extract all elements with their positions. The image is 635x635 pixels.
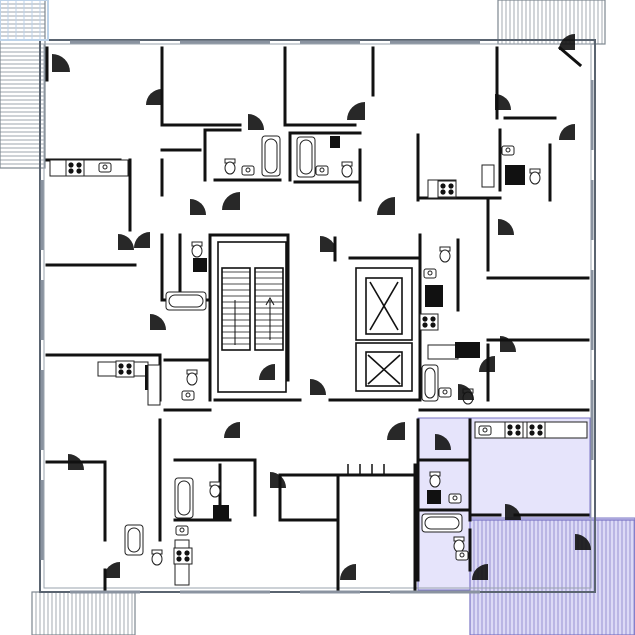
door: [500, 336, 516, 352]
washing-machine: [213, 505, 229, 519]
door: [150, 314, 166, 330]
door: [505, 504, 521, 520]
sink: [175, 525, 189, 536]
bathtub: [421, 513, 463, 533]
door: [190, 199, 206, 215]
staircase: [217, 241, 287, 393]
door: [259, 364, 275, 380]
stove: [504, 421, 524, 439]
door: [146, 89, 162, 105]
door: [559, 34, 575, 50]
door: [498, 219, 514, 235]
toilet: [209, 481, 221, 498]
kitchen-counter: [481, 164, 495, 188]
stove: [437, 180, 457, 198]
stove: [419, 313, 439, 331]
washing-machine: [193, 258, 207, 272]
kitchen-counter: [49, 159, 129, 177]
door: [559, 124, 575, 140]
toilet: [529, 168, 541, 185]
bathtub: [421, 364, 439, 402]
sink: [98, 162, 112, 173]
door: [472, 564, 488, 580]
washing-machine: [330, 136, 340, 148]
door: [52, 54, 70, 72]
door: [575, 534, 591, 550]
windows: [0, 0, 594, 594]
door: [320, 236, 336, 252]
door: [224, 422, 240, 438]
sink: [455, 550, 469, 561]
sink: [181, 390, 195, 401]
bathtub: [296, 136, 316, 178]
door-swings: [52, 34, 591, 580]
door: [435, 434, 451, 450]
door: [387, 422, 405, 440]
bathtub: [261, 135, 281, 177]
toilet: [341, 161, 353, 178]
washing-machine: [427, 490, 441, 504]
sink: [478, 425, 492, 436]
bathtub: [165, 291, 207, 311]
bathroom-fixtures: [49, 135, 588, 586]
sink: [315, 165, 329, 176]
toilet: [439, 246, 451, 263]
washing-machine: [505, 165, 525, 185]
door: [479, 356, 495, 372]
toilet: [191, 241, 203, 258]
sink: [501, 145, 515, 156]
kitchen-counter: [147, 364, 161, 406]
sink: [241, 165, 255, 176]
door: [134, 232, 150, 248]
highlighted-apartment[interactable]: [417, 417, 635, 635]
washing-machine: [425, 285, 443, 307]
bathtub: [174, 477, 194, 519]
interior-walls: [45, 45, 590, 592]
door: [347, 102, 365, 120]
bathtub: [124, 524, 144, 556]
door: [458, 384, 474, 400]
stove: [526, 421, 546, 439]
stove: [173, 547, 193, 565]
door: [340, 564, 356, 580]
elevator-shaft-lower: [355, 342, 413, 392]
door: [68, 454, 84, 470]
stove: [115, 360, 135, 378]
elevator-shaft-upper: [355, 267, 413, 341]
sink: [448, 493, 462, 504]
sink: [423, 268, 437, 279]
door: [222, 192, 240, 210]
toilet: [224, 158, 236, 175]
door: [310, 379, 326, 395]
stove: [65, 159, 85, 177]
door: [118, 234, 134, 250]
toilet: [429, 471, 441, 488]
door: [377, 197, 395, 215]
toilet: [151, 549, 163, 566]
balcony-top-left: [0, 0, 46, 169]
kitchen-counter: [427, 344, 459, 360]
balcony-bottom-left: [31, 591, 136, 635]
door: [270, 472, 286, 488]
sink: [438, 387, 452, 398]
door: [248, 114, 264, 130]
door: [104, 562, 120, 578]
balcony-top-right: [497, 0, 606, 45]
toilet: [186, 369, 198, 386]
washing-machine: [455, 342, 480, 358]
toilet: [453, 536, 465, 553]
door: [495, 94, 511, 110]
